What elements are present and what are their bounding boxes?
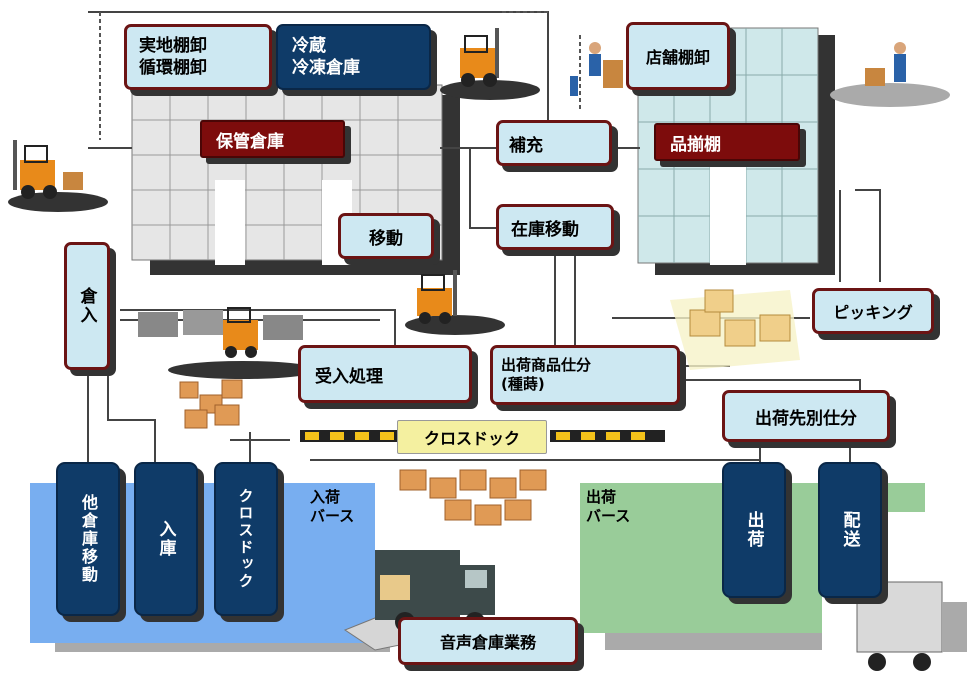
- picking-cartons-picture: [670, 289, 800, 370]
- receiving-process-label: 受入処理: [315, 366, 383, 387]
- warehouse-in-label: 倉入: [76, 287, 97, 325]
- voice-warehouse-box: 音声倉庫業務: [398, 617, 578, 665]
- forklift-picture: [405, 270, 505, 335]
- forklift-picture: [440, 28, 540, 100]
- stock-transfer-box: 在庫移動: [496, 204, 614, 250]
- store-inventory-box: 店舗棚卸: [626, 22, 730, 90]
- picking-box: ピッキング: [812, 288, 934, 334]
- move-box: 移動: [338, 213, 434, 259]
- cold-storage-label: 冷蔵 冷凍倉庫: [292, 36, 360, 78]
- stock-transfer-label: 在庫移動: [511, 219, 579, 240]
- stock-in-label: 入庫: [155, 520, 176, 558]
- storage-warehouse-label: 保管倉庫: [216, 131, 284, 152]
- shipping-box: 出荷: [722, 462, 786, 598]
- forklift-picture: [8, 140, 108, 212]
- receiving-process-box: 受入処理: [298, 345, 472, 403]
- delivery-label: 配送: [839, 511, 860, 549]
- store-workers-picture: [830, 42, 950, 107]
- voice-warehouse-label: 音声倉庫業務: [439, 633, 536, 652]
- other-warehouse-transfer-box: 他倉庫移動: [56, 462, 120, 616]
- crossdock-banner-label: クロスドック: [423, 429, 520, 448]
- destination-sorting-box: 出荷先別仕分: [722, 390, 890, 442]
- cold-storage-box: 冷蔵 冷凍倉庫: [276, 24, 431, 90]
- physical-inventory-box: 実地棚卸 循環棚卸: [124, 24, 272, 90]
- replenish-box: 補充: [496, 120, 612, 166]
- forklift-with-pallets-picture: [138, 307, 318, 379]
- workers-picture: [570, 42, 623, 96]
- storage-warehouse-banner: 保管倉庫: [200, 120, 345, 158]
- other-warehouse-transfer-label: 他倉庫移動: [79, 494, 98, 584]
- crossdock-banner: クロスドック: [397, 420, 547, 454]
- destination-sorting-label: 出荷先別仕分: [755, 408, 857, 429]
- stock-in-box: 入庫: [134, 462, 198, 616]
- warehouse-in-box: 倉入: [64, 242, 110, 370]
- assortment-shelf-label: 品揃棚: [670, 134, 721, 155]
- outbound-berth-label: 出荷 バース: [586, 488, 631, 525]
- cartons-picture: [179, 379, 547, 526]
- shipment-sorting-label: 出荷商品仕分 (種蒔): [501, 356, 592, 393]
- replenish-label: 補充: [509, 135, 543, 156]
- assortment-shelf-banner: 品揃棚: [654, 123, 800, 161]
- delivery-box: 配送: [818, 462, 882, 598]
- store-inventory-label: 店舗棚卸: [645, 48, 710, 67]
- inbound-berth-label: 入荷 バース: [310, 488, 355, 525]
- crossdock-belt: [300, 430, 665, 442]
- crossdock-vertical-label: クロスドック: [236, 488, 255, 590]
- crossdock-vertical-box: クロスドック: [214, 462, 278, 616]
- shipment-sorting-box: 出荷商品仕分 (種蒔): [490, 345, 680, 405]
- shipping-label: 出荷: [743, 511, 764, 549]
- physical-inventory-label: 実地棚卸 循環棚卸: [139, 36, 207, 78]
- move-label: 移動: [369, 228, 403, 249]
- picking-label: ピッキング: [833, 303, 913, 322]
